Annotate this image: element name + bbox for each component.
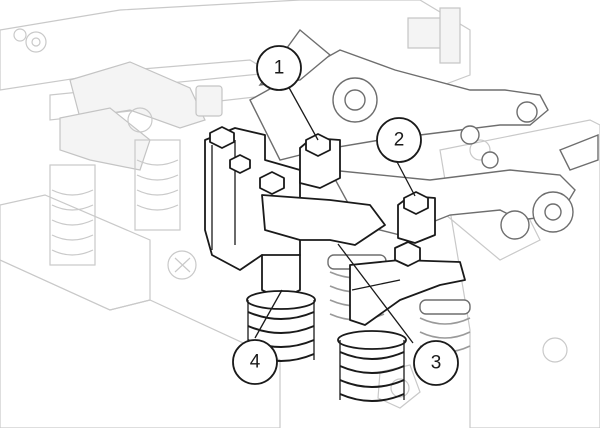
callout-4-label: 4 — [250, 352, 261, 373]
leader-lines — [254, 83, 416, 344]
callout-3: 3 — [413, 340, 459, 386]
callout-3-label: 3 — [431, 353, 442, 374]
callout-1: 1 — [256, 45, 302, 91]
callout-2: 2 — [376, 117, 422, 163]
callout-2-label: 2 — [394, 130, 405, 151]
adjusting-screws — [299, 133, 436, 244]
callout-4: 4 — [232, 339, 278, 385]
valve-springs-foreground — [246, 290, 407, 402]
valve-bridge-assembly — [204, 126, 466, 326]
rocker-arms-upper — [249, 28, 599, 240]
callout-1-label: 1 — [274, 58, 285, 79]
